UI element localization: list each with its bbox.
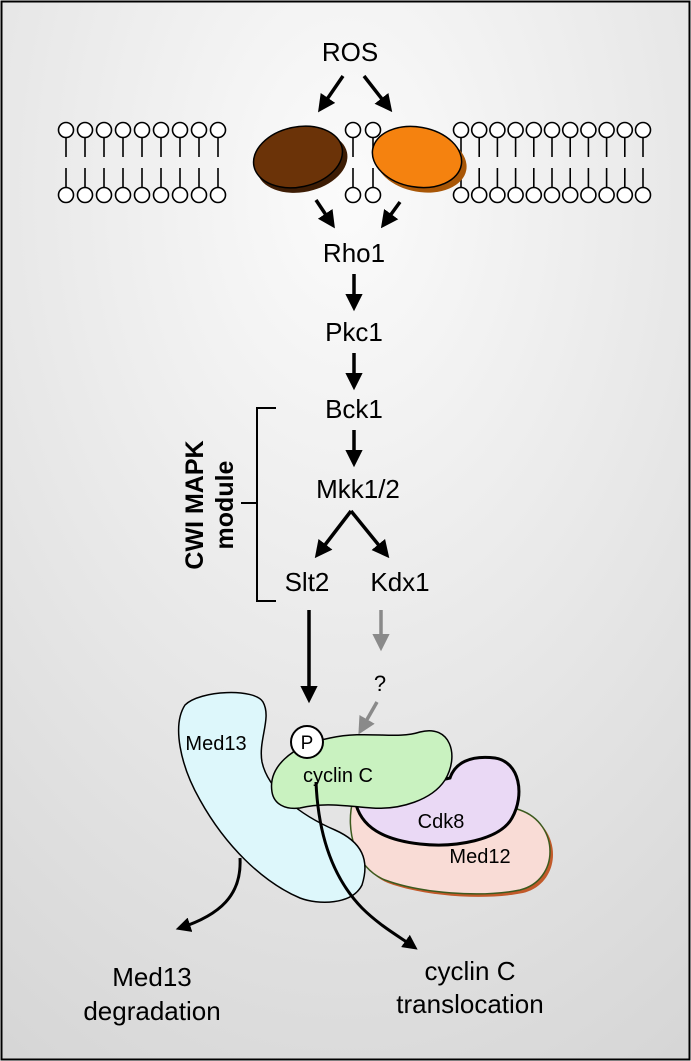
module-label-line1: CWI MAPK — [181, 440, 209, 569]
module-label-line2: module — [211, 460, 239, 549]
lipid-head — [525, 186, 543, 204]
lipid-head — [507, 121, 524, 139]
lipid-head — [616, 186, 634, 204]
lipid-head — [57, 121, 75, 139]
mkk12-label: Mkk1/2 — [316, 474, 400, 504]
lipid-head — [616, 121, 634, 139]
lipid-head — [580, 121, 597, 139]
rho1-label: Rho1 — [323, 238, 385, 268]
lipid-head — [634, 186, 652, 204]
lipid-head — [344, 186, 362, 204]
arrow-mkk-kdx1 — [349, 509, 390, 559]
lipid-head — [470, 121, 488, 139]
cell-membrane — [57, 121, 652, 204]
kdx1-grey-arrow-lower — [358, 701, 379, 735]
med13-degradation-line2: degradation — [83, 996, 220, 1026]
lipid-head — [133, 121, 151, 139]
lipid-head — [190, 186, 208, 204]
lipid-head — [76, 186, 94, 204]
lipid-head — [598, 121, 615, 139]
cyclin-translocation-line1: cyclin C — [424, 956, 515, 986]
med13-label: Med13 — [185, 733, 246, 755]
lipid-head — [76, 121, 94, 139]
kdx1-label: Kdx1 — [370, 567, 429, 597]
arrow-med13-degradation — [175, 857, 242, 932]
phospho-label: P — [301, 733, 314, 754]
slt2-label: Slt2 — [285, 567, 330, 597]
med13-shape — [177, 691, 366, 903]
sensor-arrow-right — [380, 200, 402, 229]
lipid-head — [364, 186, 382, 204]
lipid-head — [190, 121, 208, 139]
lipid-head — [114, 186, 132, 204]
sensor-arrow-left — [314, 199, 335, 229]
lipid-head — [634, 121, 652, 139]
med12-label: Med12 — [449, 846, 510, 868]
unknown-mark: ? — [374, 671, 386, 696]
lipid-head — [470, 186, 488, 204]
sensor-orange — [371, 125, 467, 193]
ros-arrow-right — [362, 74, 393, 113]
lipid-head — [525, 121, 543, 139]
lipid-head — [452, 121, 470, 139]
lipid-head — [95, 121, 113, 139]
lipid-head — [209, 121, 227, 139]
lipid-head — [489, 186, 506, 204]
lipid-head — [133, 186, 151, 204]
lipid-head — [543, 186, 561, 204]
ros-arrow-left — [318, 75, 345, 113]
lipid-head — [507, 186, 524, 204]
lipid-head — [364, 121, 382, 139]
lipid-head — [209, 186, 227, 204]
lipid-head — [171, 186, 189, 204]
cdk8-label: Cdk8 — [418, 811, 465, 833]
cyclin-c-label: cyclin C — [303, 765, 373, 787]
lipid-head — [171, 121, 189, 139]
arrow-cyclin-translocation — [314, 781, 418, 950]
pkc1-label: Pkc1 — [325, 317, 383, 347]
lipid-head — [452, 186, 470, 204]
arrow-mkk-slt2 — [314, 509, 353, 559]
sensor-brown — [252, 125, 348, 193]
med13-degradation-line1: Med13 — [112, 962, 192, 992]
lipid-head — [344, 121, 362, 139]
ros-label: ROS — [322, 37, 378, 67]
lipid-head — [598, 186, 615, 204]
cyclin-translocation-line2: translocation — [396, 989, 543, 1019]
lipid-head — [114, 121, 132, 139]
lipid-head — [152, 121, 170, 139]
lipid-head — [57, 186, 75, 204]
phospho-circle — [290, 725, 324, 759]
lipid-head — [489, 121, 506, 139]
lipid-head — [152, 186, 170, 204]
module-bracket — [241, 407, 276, 602]
lipid-head — [580, 186, 597, 204]
bck1-label: Bck1 — [325, 394, 383, 424]
lipid-head — [561, 121, 579, 139]
lipid-head — [561, 186, 579, 204]
lipid-head — [95, 186, 113, 204]
lipid-head — [543, 121, 561, 139]
